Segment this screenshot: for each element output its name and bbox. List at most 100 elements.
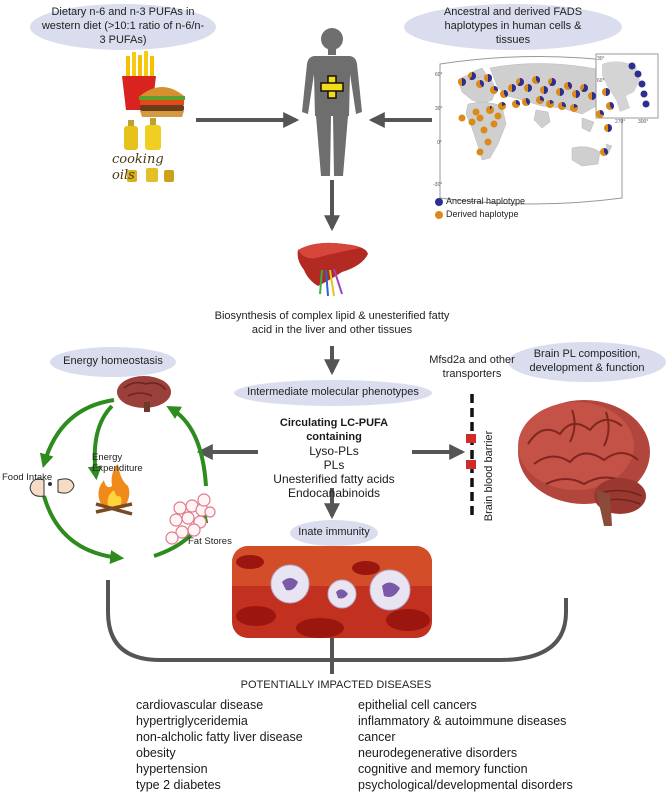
biosynthesis-text: Biosynthesis of complex lipid & unesteri… [214, 310, 450, 336]
cycle-arrow-bottom-left [42, 495, 125, 564]
human-body-icon [302, 28, 362, 176]
haplotype-pie [522, 98, 530, 106]
derived-dot [494, 112, 502, 120]
small-brain-icon [117, 376, 171, 412]
burger-icon [139, 87, 185, 117]
haplotype-pie [600, 148, 608, 156]
diet-bubble-text: Dietary n-6 and n-3 PUFAs in western die… [41, 6, 205, 46]
haplotype-pie [570, 104, 578, 112]
legend-derived-label: Derived haplotype [446, 209, 519, 219]
disease-item: hypertension [136, 762, 208, 776]
haplotype-pie [606, 102, 614, 110]
derived-dot [490, 120, 498, 128]
disease-item: neurodegenerative disorders [358, 746, 518, 760]
large-brain-icon [518, 400, 650, 526]
haplotype-pie [546, 100, 554, 108]
inset-30-label: 30° [597, 56, 605, 62]
haplotype-pie [458, 78, 466, 86]
immunity-bubble: Inate immunity [290, 520, 378, 546]
derived-swatch [435, 211, 443, 219]
haplotype-pie [558, 102, 566, 110]
ancestral-dot [628, 62, 636, 70]
circulating-item: Unesterified fatty acids [273, 472, 395, 486]
blood-cells-image [232, 546, 432, 638]
haplotype-pie [536, 96, 544, 104]
intermediate-bubble-text: Intermediate molecular phenotypes [247, 386, 419, 399]
liver-icon [297, 242, 368, 297]
energy-bubble: Energy homeostasis [50, 347, 176, 377]
haplotype-pies [458, 62, 650, 156]
ancestral-dot [642, 100, 650, 108]
fat-stores-icon [165, 493, 216, 545]
map-legend-swatches [435, 198, 443, 219]
energy-cycle [29, 376, 216, 564]
disease-item: cardiovascular disease [136, 698, 264, 712]
fads-bubble: Ancestral and derived FADS haplotypes in… [404, 4, 622, 50]
derived-dot [476, 148, 484, 156]
cooking-oils-label: cooking oils [112, 152, 164, 184]
diseases-left-list: cardiovascular disease hypertriglyceride… [136, 697, 332, 793]
cycle-arrow-top-right [166, 405, 208, 487]
lat-30-label: 30° [435, 106, 443, 112]
brain-bubble: Brain PL composition, development & func… [508, 342, 666, 382]
disease-item: inflammatory & autoimmune diseases [358, 714, 567, 728]
circulating-block: Circulating LC-PUFA containing Lyso-PLs … [252, 416, 416, 500]
world-map: 60° 30° 0° -30° 30° 60° 270° 300° [433, 53, 659, 205]
inset-300-label: 300° [638, 119, 648, 125]
haplotype-pie [476, 80, 484, 88]
disease-item: hypertriglyceridemia [136, 714, 248, 728]
haplotype-pie [564, 82, 572, 90]
haplotype-pie [524, 84, 532, 92]
haplotype-pie [512, 100, 520, 108]
haplotype-pie [572, 90, 580, 98]
transporters-label: Mfsd2a and other transporters [429, 354, 515, 380]
disease-item: type 2 diabetes [136, 778, 221, 792]
energy-expenditure-label: Energy Expenditure [92, 452, 143, 474]
lat-60-label: 60° [435, 72, 443, 78]
disease-item: obesity [136, 746, 176, 760]
oil-bottles-icon [124, 118, 174, 182]
cycle-arrow-inner [87, 404, 114, 481]
fads-bubble-text: Ancestral and derived FADS haplotypes in… [443, 6, 583, 46]
barrier-label: Brain blood barrier [483, 430, 495, 522]
derived-dot [472, 108, 480, 116]
ancestral-dot [640, 90, 648, 98]
cycle-arrow-top-left [39, 398, 115, 469]
barrier-label-wrap: Brain blood barrier [479, 430, 495, 524]
haplotype-pie [548, 78, 556, 86]
intermediate-bubble: Intermediate molecular phenotypes [234, 380, 432, 406]
haplotype-pie [540, 86, 548, 94]
haplotype-pie [580, 84, 588, 92]
transporter-marker-1 [466, 434, 476, 443]
inset-60-label: 60° [597, 78, 605, 84]
fire-icon [95, 464, 133, 516]
inset-270-label: 270° [615, 119, 625, 125]
diet-bubble: Dietary n-6 and n-3 PUFAs in western die… [30, 4, 216, 50]
haplotype-pie [500, 90, 508, 98]
diseases-title: POTENTIALLY IMPACTED DISEASES [240, 679, 432, 691]
derived-dot [476, 114, 484, 122]
disease-item: epithelial cell cancers [358, 698, 477, 712]
transporter-marker-2 [466, 460, 476, 469]
circulating-item: PLs [323, 458, 345, 472]
lat-0-label: 0° [437, 140, 442, 146]
haplotype-pie [532, 76, 540, 84]
brain-bubble-text: Brain PL composition, development & func… [529, 348, 645, 374]
lat-neg30-label: -30° [433, 182, 442, 188]
haplotype-pie [516, 78, 524, 86]
haplotype-pie [498, 102, 506, 110]
fat-stores-label: Fat Stores [188, 536, 232, 547]
legend-ancestral-label: Ancestral haplotype [446, 196, 526, 206]
energy-bubble-text: Energy homeostasis [63, 355, 163, 368]
haplotype-pie [596, 110, 604, 118]
disease-item: cognitive and memory function [358, 762, 528, 776]
haplotype-pie [604, 124, 612, 132]
food-intake-icon [29, 478, 75, 497]
food-intake-label: Food Intake [2, 472, 53, 483]
diet-foods-illustration [122, 51, 185, 182]
derived-dot [480, 126, 488, 134]
haplotype-pie [468, 72, 476, 80]
haplotype-pie [490, 86, 498, 94]
haplotype-pie [508, 84, 516, 92]
haplotype-pie [588, 92, 596, 100]
